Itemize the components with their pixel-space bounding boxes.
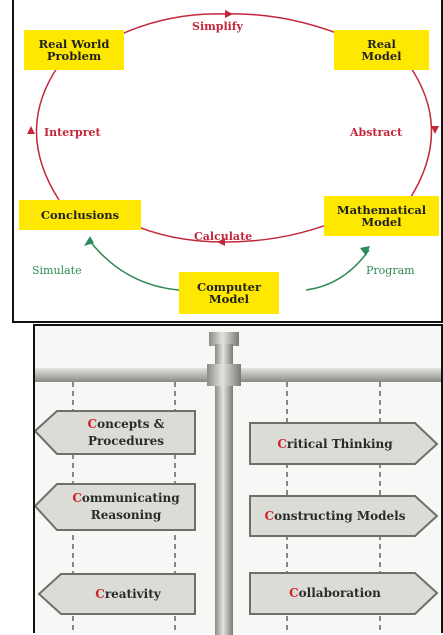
calculate-arrowhead bbox=[217, 238, 225, 246]
post bbox=[215, 344, 233, 635]
sign-left-2: Communicating Reasoning bbox=[57, 486, 195, 528]
modeling-cycle-panel: Real World Problem Real Model Mathematic… bbox=[12, 0, 443, 323]
sign-left-1-initial: C bbox=[87, 417, 98, 431]
sign-right-1: Critical Thinking bbox=[250, 425, 420, 463]
left-sign-shapes bbox=[35, 410, 196, 615]
signpost-panel: Concepts & Procedures Communicating Reas… bbox=[33, 324, 443, 635]
sign-right-3-label: ollaboration bbox=[298, 586, 381, 600]
sign-right-2: Constructing Models bbox=[250, 498, 420, 534]
sign-right-1-label: ritical Thinking bbox=[286, 436, 393, 451]
sign-right-2-initial: C bbox=[264, 508, 275, 523]
sign-left-1-label: oncepts & Procedures bbox=[87, 417, 165, 448]
program-arrow bbox=[305, 249, 370, 291]
simulate-arrowhead bbox=[84, 236, 94, 246]
right-sign-shapes bbox=[249, 422, 439, 615]
sign-left-3: Creativity bbox=[61, 576, 195, 612]
post-collar bbox=[207, 364, 241, 386]
sign-shape-left-1 bbox=[35, 410, 196, 455]
edge-label-simulate: Simulate bbox=[32, 264, 82, 277]
sign-shape-left-3 bbox=[37, 573, 196, 615]
sign-shape-left-2 bbox=[35, 483, 196, 531]
stage-real-world-problem: Real World Problem bbox=[24, 30, 124, 70]
sign-right-3: Collaboration bbox=[250, 575, 420, 612]
sign-left-3-label: reativity bbox=[104, 586, 161, 601]
edge-label-calculate: Calculate bbox=[194, 230, 253, 243]
program-arrowhead bbox=[360, 246, 370, 256]
stage-real-model: Real Model bbox=[334, 30, 429, 70]
edge-label-simplify: Simplify bbox=[192, 20, 243, 33]
sign-right-3-initial: C bbox=[289, 586, 299, 600]
sign-shape-right-3 bbox=[249, 572, 439, 615]
stage-computer-model: Computer Model bbox=[179, 272, 279, 314]
stage-mathematical-model: Mathematical Model bbox=[324, 196, 439, 236]
post-cap bbox=[209, 332, 239, 346]
sign-right-1-initial: C bbox=[277, 436, 287, 451]
sign-shape-right-2 bbox=[249, 495, 439, 537]
sign-left-1: Concepts & Procedures bbox=[57, 413, 195, 453]
edge-label-program: Program bbox=[366, 264, 415, 277]
abstract-arrowhead bbox=[431, 126, 439, 134]
interpret-arrowhead bbox=[27, 126, 35, 134]
edge-label-interpret: Interpret bbox=[44, 126, 101, 139]
interpret-arrow bbox=[35, 64, 60, 201]
cycle-arrows bbox=[27, 10, 439, 291]
sign-right-2-label: onstructing Models bbox=[274, 508, 406, 523]
sign-left-2-label: ommunicating Reasoning bbox=[81, 491, 180, 522]
signpost-illustration bbox=[35, 332, 441, 635]
edge-label-abstract: Abstract bbox=[350, 126, 403, 139]
sign-left-2-initial: C bbox=[72, 491, 82, 505]
stage-conclusions: Conclusions bbox=[19, 200, 141, 230]
abstract-arrow bbox=[408, 64, 433, 201]
sign-left-3-initial: C bbox=[95, 586, 105, 601]
sign-shape-right-1 bbox=[249, 422, 439, 465]
calculate-arrow bbox=[118, 217, 345, 243]
simulate-arrow bbox=[88, 239, 180, 291]
simplify-arrowhead bbox=[225, 10, 233, 18]
